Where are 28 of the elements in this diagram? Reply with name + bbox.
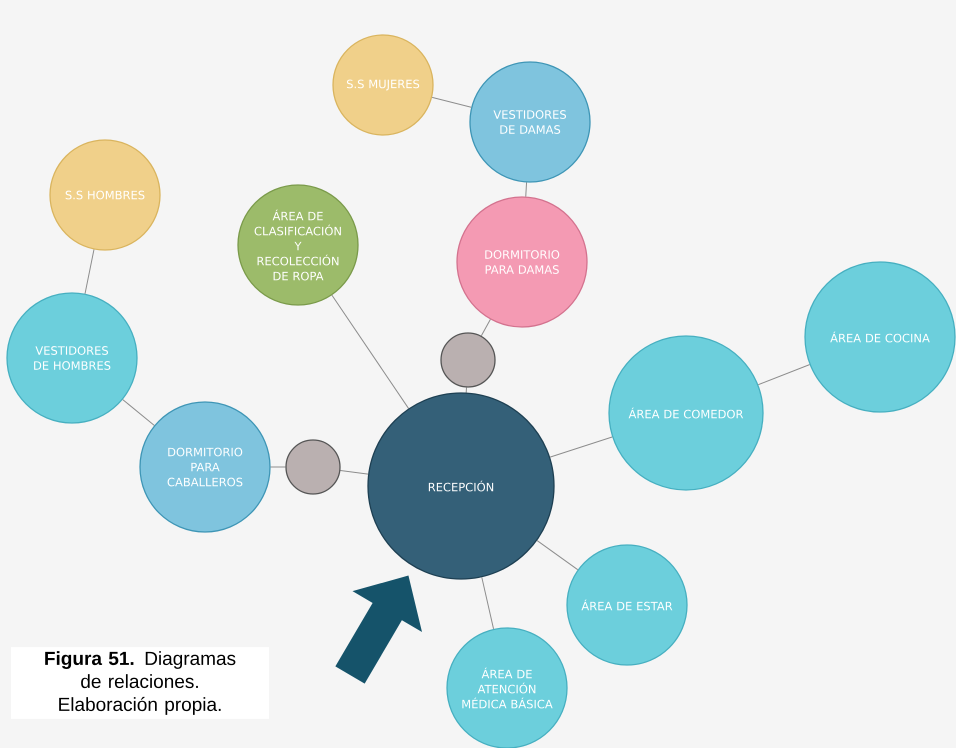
circle-node: ÁREA DE COCINA: [804, 261, 956, 413]
connector-line: [84, 249, 94, 294]
connector-line: [340, 470, 369, 475]
circle-node: ÁREA DE COMEDOR: [608, 335, 764, 491]
connector-line: [122, 399, 155, 426]
circle-node: VESTIDORES DE DAMAS: [469, 61, 591, 183]
circle-node: VESTIDORES DE HOMBRES: [6, 292, 138, 424]
empty-circle: [440, 332, 496, 388]
circle-node: RECEPCIÓN: [367, 392, 555, 580]
circle-node: DORMITORIO PARA DAMAS: [456, 196, 588, 328]
connector-line: [481, 576, 494, 630]
circle-node: ÁREA DE ESTAR: [566, 544, 688, 666]
connector-line: [480, 319, 491, 336]
connector-line: [331, 294, 410, 409]
connector-line: [550, 436, 613, 458]
circle-node: S.S MUJERES: [332, 34, 434, 136]
circle-node: DORMITORIO PARA CABALLEROS: [139, 401, 271, 533]
connector-line: [432, 96, 472, 108]
figure-caption: Figura 51. Diagramas de relaciones. Elaboración propia.: [11, 647, 269, 719]
connector-line: [466, 387, 467, 393]
circle-node: ÁREA DE CLASIFICACIÓN Y RECOLECCIÓN DE ROPA: [237, 184, 359, 306]
connector-line: [758, 364, 810, 386]
circle-node: ÁREA DE ATENCIÓN MÉDICA BÁSICA: [446, 627, 568, 748]
connector-line: [536, 540, 578, 570]
circle-node: S.S HOMBRES: [49, 139, 161, 251]
empty-circle: [285, 439, 341, 495]
connector-line: [525, 182, 528, 197]
connector-line: [270, 466, 286, 468]
